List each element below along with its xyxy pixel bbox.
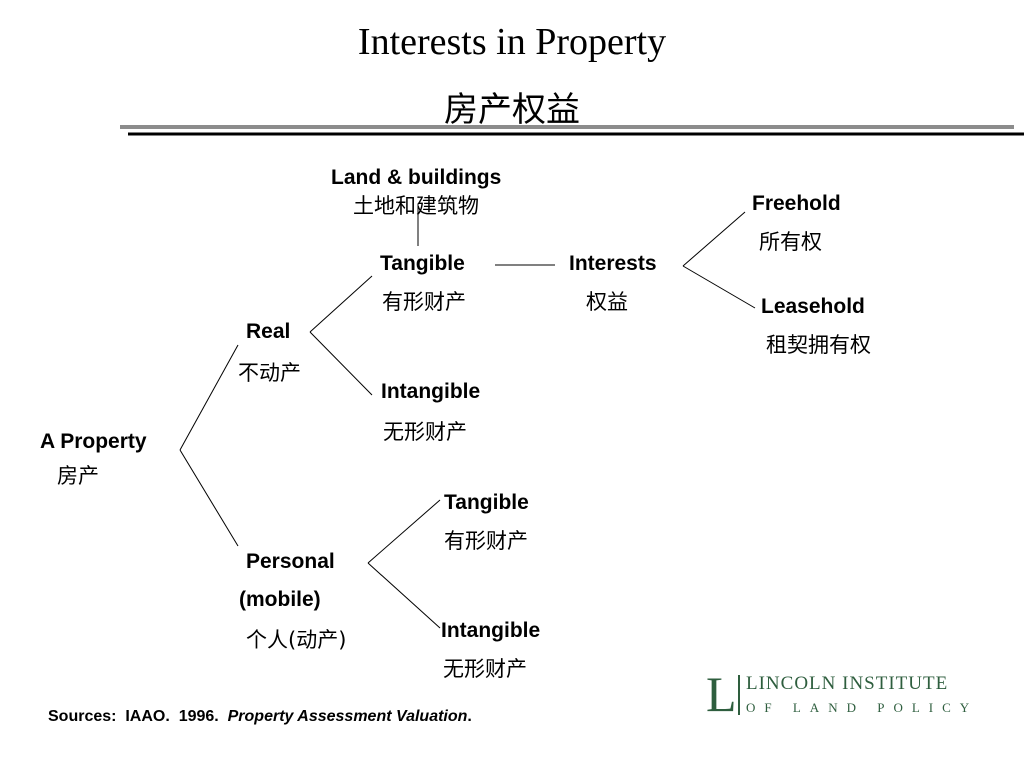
node-label: Intangible bbox=[441, 619, 541, 642]
edge-personal-intangible bbox=[367, 562, 441, 629]
logo-letter-l: L bbox=[706, 666, 737, 722]
edge-property-personal bbox=[179, 449, 239, 547]
node-personal-mobile: (mobile) bbox=[239, 588, 321, 611]
edge-interests-freehold bbox=[682, 211, 746, 267]
edge-interests-leasehold bbox=[682, 265, 756, 309]
node-label-chinese: 无形财产 bbox=[383, 420, 467, 444]
page-title-chinese: 房产权益 bbox=[444, 90, 580, 130]
citation-suffix: . bbox=[467, 708, 472, 725]
source-citation: Sources: IAAO. 1996. Property Assessment… bbox=[48, 708, 472, 726]
node-label: Personal bbox=[246, 550, 335, 573]
edge-property-real bbox=[179, 344, 239, 451]
node-label: Freehold bbox=[752, 192, 841, 215]
logo-line-1: LINCOLN INSTITUTE bbox=[746, 673, 949, 694]
node-real-tangible: Tangible 有形财产 bbox=[380, 252, 466, 316]
edge-real-tangible bbox=[309, 275, 373, 333]
node-label: Tangible bbox=[380, 252, 465, 275]
node-label-chinese: 所有权 bbox=[759, 230, 822, 254]
node-real-chinese: 不动产 bbox=[238, 361, 301, 385]
node-real-intangible: Intangible 无形财产 bbox=[381, 380, 480, 446]
logo-line-2: OF LAND POLICY bbox=[746, 700, 979, 715]
node-label-chinese: 租契拥有权 bbox=[766, 333, 871, 357]
node-label-chinese: 有形财产 bbox=[382, 290, 466, 314]
node-label-chinese: 权益 bbox=[586, 290, 628, 314]
node-label: Real bbox=[246, 320, 291, 343]
node-label-chinese: 房产 bbox=[57, 464, 99, 488]
node-personal: Personal bbox=[246, 550, 335, 574]
node-label: A Property bbox=[40, 430, 147, 453]
node-personal-intangible: Intangible 无形财产 bbox=[441, 619, 540, 683]
citation-prefix: Sources: IAAO. 1996. bbox=[48, 708, 228, 725]
node-label: Tangible bbox=[444, 491, 529, 514]
node-land-buildings: Land & buildings 土地和建筑物 bbox=[331, 166, 501, 220]
node-label-chinese: 无形财产 bbox=[443, 657, 527, 681]
lincoln-institute-logo: L LINCOLN INSTITUTE OF LAND POLICY bbox=[706, 669, 969, 719]
citation-book-title: Property Assessment Valuation bbox=[227, 708, 468, 725]
node-a-property: A Property 房产 bbox=[40, 430, 147, 490]
node-interests: Interests 权益 bbox=[569, 252, 657, 316]
node-label-chinese: 土地和建筑物 bbox=[353, 194, 479, 218]
node-personal-tangible: Tangible 有形财产 bbox=[444, 491, 529, 555]
node-label: Land & buildings bbox=[331, 166, 502, 189]
edge-real-intangible bbox=[309, 331, 373, 396]
node-label: Intangible bbox=[381, 380, 481, 403]
node-real: Real bbox=[246, 320, 290, 344]
node-leasehold: Leasehold 租契拥有权 bbox=[761, 295, 871, 359]
node-personal-chinese: 个人(动产) bbox=[246, 628, 347, 652]
node-freehold: Freehold 所有权 bbox=[752, 192, 841, 256]
logo-divider bbox=[738, 675, 740, 715]
page-title: Interests in Property bbox=[357, 21, 667, 63]
node-label: Leasehold bbox=[761, 295, 865, 318]
node-label: Interests bbox=[569, 252, 657, 275]
node-label-chinese: 有形财产 bbox=[444, 529, 528, 553]
edge-personal-tangible bbox=[367, 499, 441, 564]
